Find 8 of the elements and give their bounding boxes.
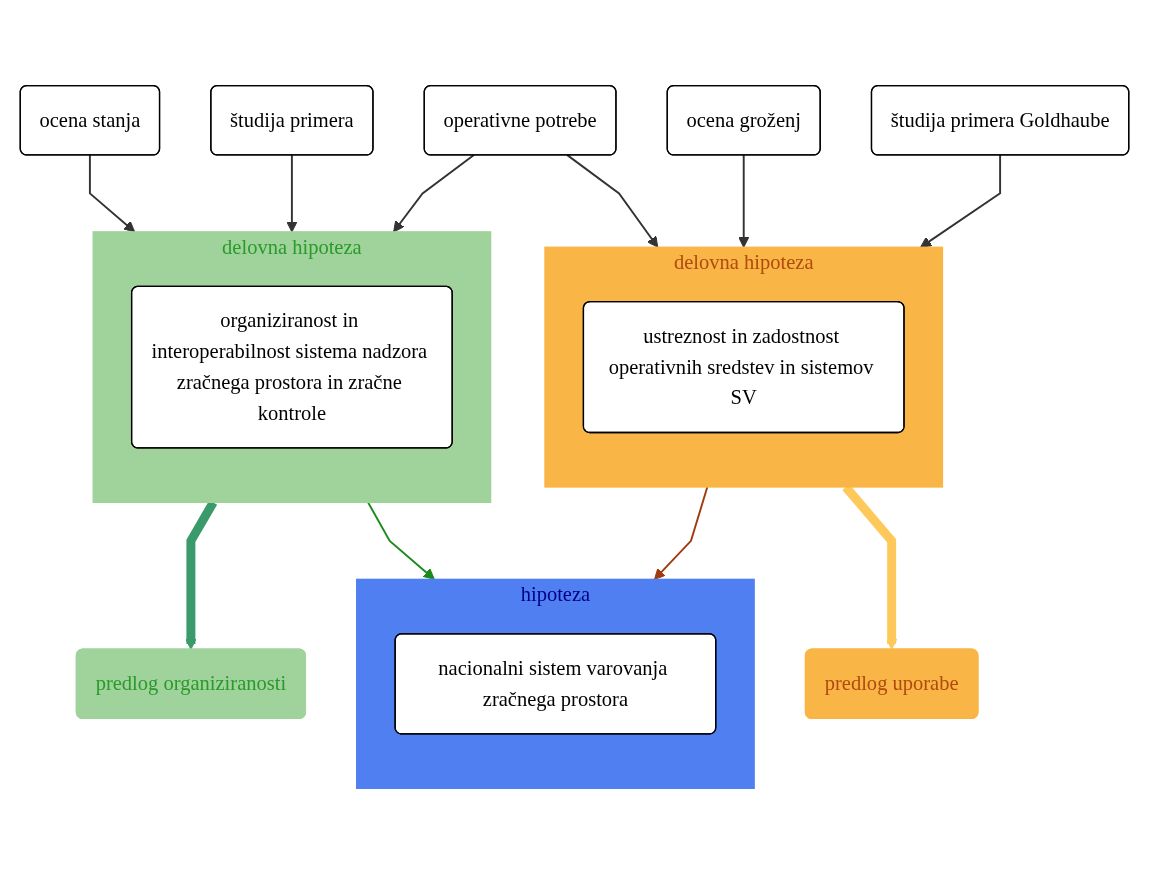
arrow — [286, 153, 298, 233]
arrow — [367, 501, 435, 580]
arrow — [566, 153, 659, 248]
arrow — [920, 153, 1002, 248]
arrow — [88, 153, 136, 233]
arrow — [393, 153, 475, 233]
arrow — [654, 486, 709, 580]
arrow — [738, 153, 750, 248]
